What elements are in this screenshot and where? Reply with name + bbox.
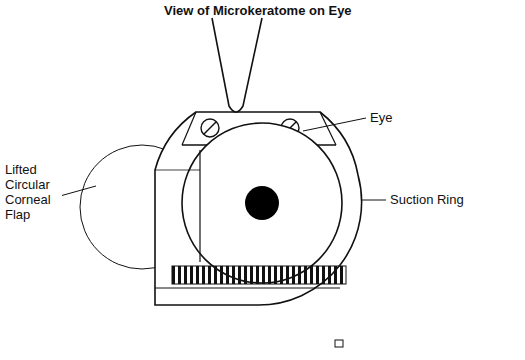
leader-line xyxy=(303,118,366,131)
part-label: Eye xyxy=(369,110,393,125)
part-label: Lifted Circular Corneal Flap xyxy=(4,162,62,222)
suction-ring xyxy=(155,112,362,305)
eye xyxy=(182,123,342,283)
diagram-title: View of Microkeratome on Eye xyxy=(164,3,352,18)
mark-square xyxy=(335,340,343,347)
part-label: Suction Ring xyxy=(389,192,465,207)
leader-line xyxy=(362,200,386,201)
pupil xyxy=(245,186,279,220)
leader-line xyxy=(60,186,96,196)
gear-rack xyxy=(172,266,346,284)
handle xyxy=(212,18,262,112)
